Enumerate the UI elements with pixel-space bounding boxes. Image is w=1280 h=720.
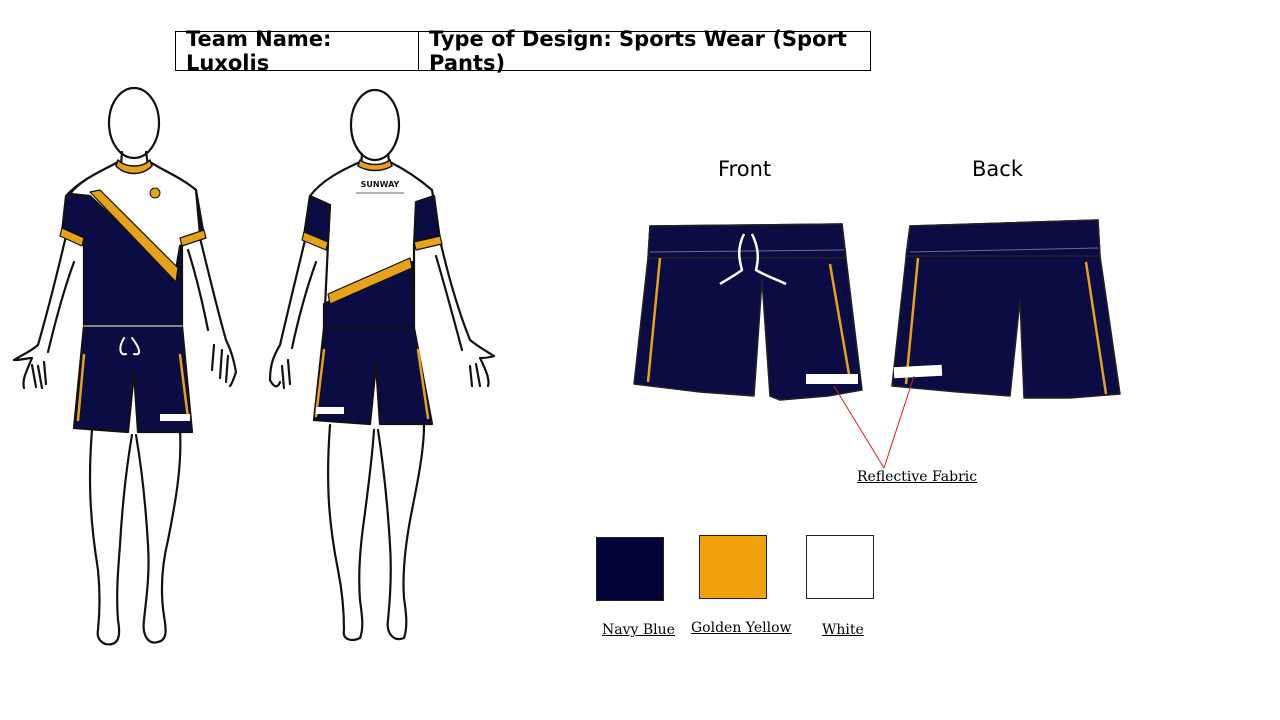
back-view-label: Back — [972, 157, 1023, 181]
swatch-label-white: White — [822, 622, 864, 638]
figure-back — [268, 88, 496, 641]
header-table: Team Name: Luxolis Type of Design: Sport… — [175, 27, 871, 75]
back-logo-text: SUNWAY — [361, 180, 400, 189]
swatch-label-navy-blue: Navy Blue — [602, 622, 675, 638]
reflective-fabric-label: Reflective Fabric — [857, 469, 978, 485]
figure-front — [12, 86, 238, 646]
swatch-label-golden-yellow: Golden Yellow — [691, 620, 792, 636]
shorts-front — [633, 223, 863, 401]
shorts-back — [891, 219, 1121, 399]
swatch-golden-yellow — [699, 535, 767, 599]
reflective-arrow-front — [833, 385, 885, 469]
reflective-arrow-back — [883, 375, 915, 469]
swatch-white — [806, 535, 874, 599]
swatch-navy-blue — [596, 537, 664, 601]
front-view-label: Front — [718, 157, 772, 181]
